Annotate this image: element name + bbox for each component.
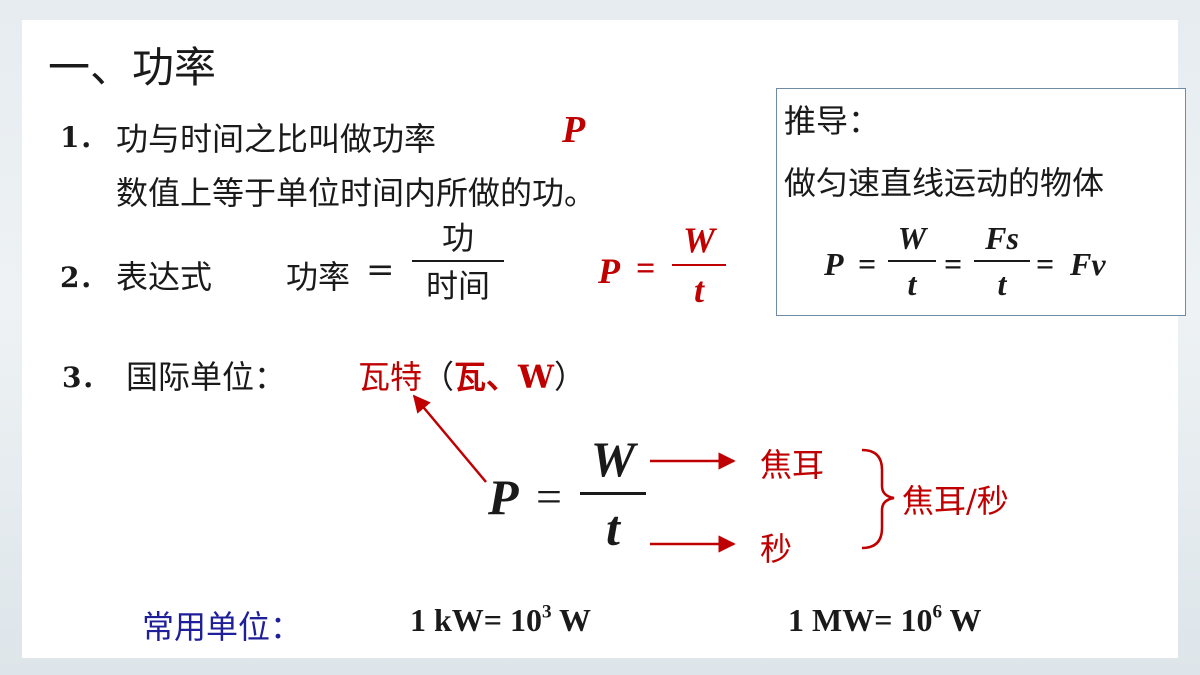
combined-unit: 焦耳/秒: [902, 482, 1009, 520]
word-fraction-numerator: 功: [441, 219, 474, 257]
kilowatt-conversion: 1 kW= 103 W: [410, 602, 591, 639]
derivation-fraction-2-bar: [974, 260, 1030, 262]
word-formula-lhs: 功率: [286, 258, 351, 296]
derivation-fraction-2: Fs t: [974, 222, 1030, 300]
symbol-formula-lhs: P: [598, 251, 620, 291]
derivation-box: [776, 88, 1186, 316]
symbol-formula-eq: =: [636, 250, 656, 287]
item2-label: 表达式: [116, 258, 213, 296]
derivation-eq2: =: [944, 246, 963, 282]
word-formula-eq: =: [366, 250, 395, 290]
derivation-fraction-2-numerator: Fs: [985, 220, 1019, 256]
big-formula-eq: =: [536, 471, 562, 522]
numerator-unit: 焦耳: [760, 446, 825, 484]
item1-line1: 功与时间之比叫做功率: [116, 120, 437, 158]
big-fraction-denominator: t: [606, 500, 620, 556]
big-fraction-bar: [580, 492, 646, 495]
page-title: 一、功率: [48, 43, 217, 92]
item3-number: 3．: [62, 361, 110, 394]
symbol-fraction: W t: [672, 222, 726, 308]
kilowatt-exponent: 3: [542, 601, 552, 623]
big-formula-p: P: [488, 469, 519, 525]
derivation-fraction-1-denominator: t: [907, 266, 917, 302]
derivation-eq3: =: [1036, 246, 1055, 282]
word-fraction: 功 时间: [412, 222, 504, 302]
derivation-fraction-2-denominator: t: [997, 266, 1007, 302]
derivation-subtitle: 做匀速直线运动的物体: [784, 164, 1105, 202]
megawatt-conversion: 1 MW= 106 W: [788, 602, 981, 639]
item2-number: 2．: [60, 261, 108, 294]
kilowatt-suffix: W: [551, 602, 592, 638]
megawatt-suffix: W: [942, 602, 982, 638]
big-fraction-numerator: W: [590, 431, 636, 487]
item1-symbol: P: [562, 109, 586, 151]
derivation-fraction-1-bar: [888, 260, 936, 262]
word-fraction-bar: [412, 260, 504, 262]
derivation-eq1: =: [858, 246, 877, 282]
unit-paren-close: ）: [553, 358, 586, 396]
unit-short: 瓦、W: [454, 358, 554, 396]
derivation-title: 推导：: [784, 102, 881, 140]
symbol-fraction-denominator: t: [693, 270, 704, 310]
derivation-fraction-1-numerator: W: [897, 220, 927, 256]
item1-line2: 数值上等于单位时间内所做的功。: [116, 174, 597, 212]
megawatt-exponent: 6: [932, 601, 943, 623]
derivation-result: Fv: [1070, 246, 1106, 282]
common-units-label: 常用单位：: [142, 608, 303, 646]
denominator-unit: 秒: [760, 530, 793, 568]
derivation-fraction-1: W t: [888, 222, 936, 300]
kilowatt-prefix: 1 kW= 10: [410, 602, 543, 638]
item3-label: 国际单位：: [126, 358, 287, 396]
unit-name-text: 瓦特: [358, 358, 423, 396]
big-fraction: W t: [580, 434, 646, 553]
derivation-p: P: [824, 246, 844, 282]
symbol-fraction-bar: [672, 264, 726, 266]
unit-name: 瓦特（瓦、W）: [358, 352, 586, 398]
word-fraction-denominator: 时间: [425, 267, 490, 305]
symbol-fraction-numerator: W: [682, 220, 715, 260]
megawatt-prefix: 1 MW= 10: [788, 602, 933, 638]
item1-number: 1．: [60, 121, 108, 154]
unit-paren-open: （: [422, 358, 455, 396]
